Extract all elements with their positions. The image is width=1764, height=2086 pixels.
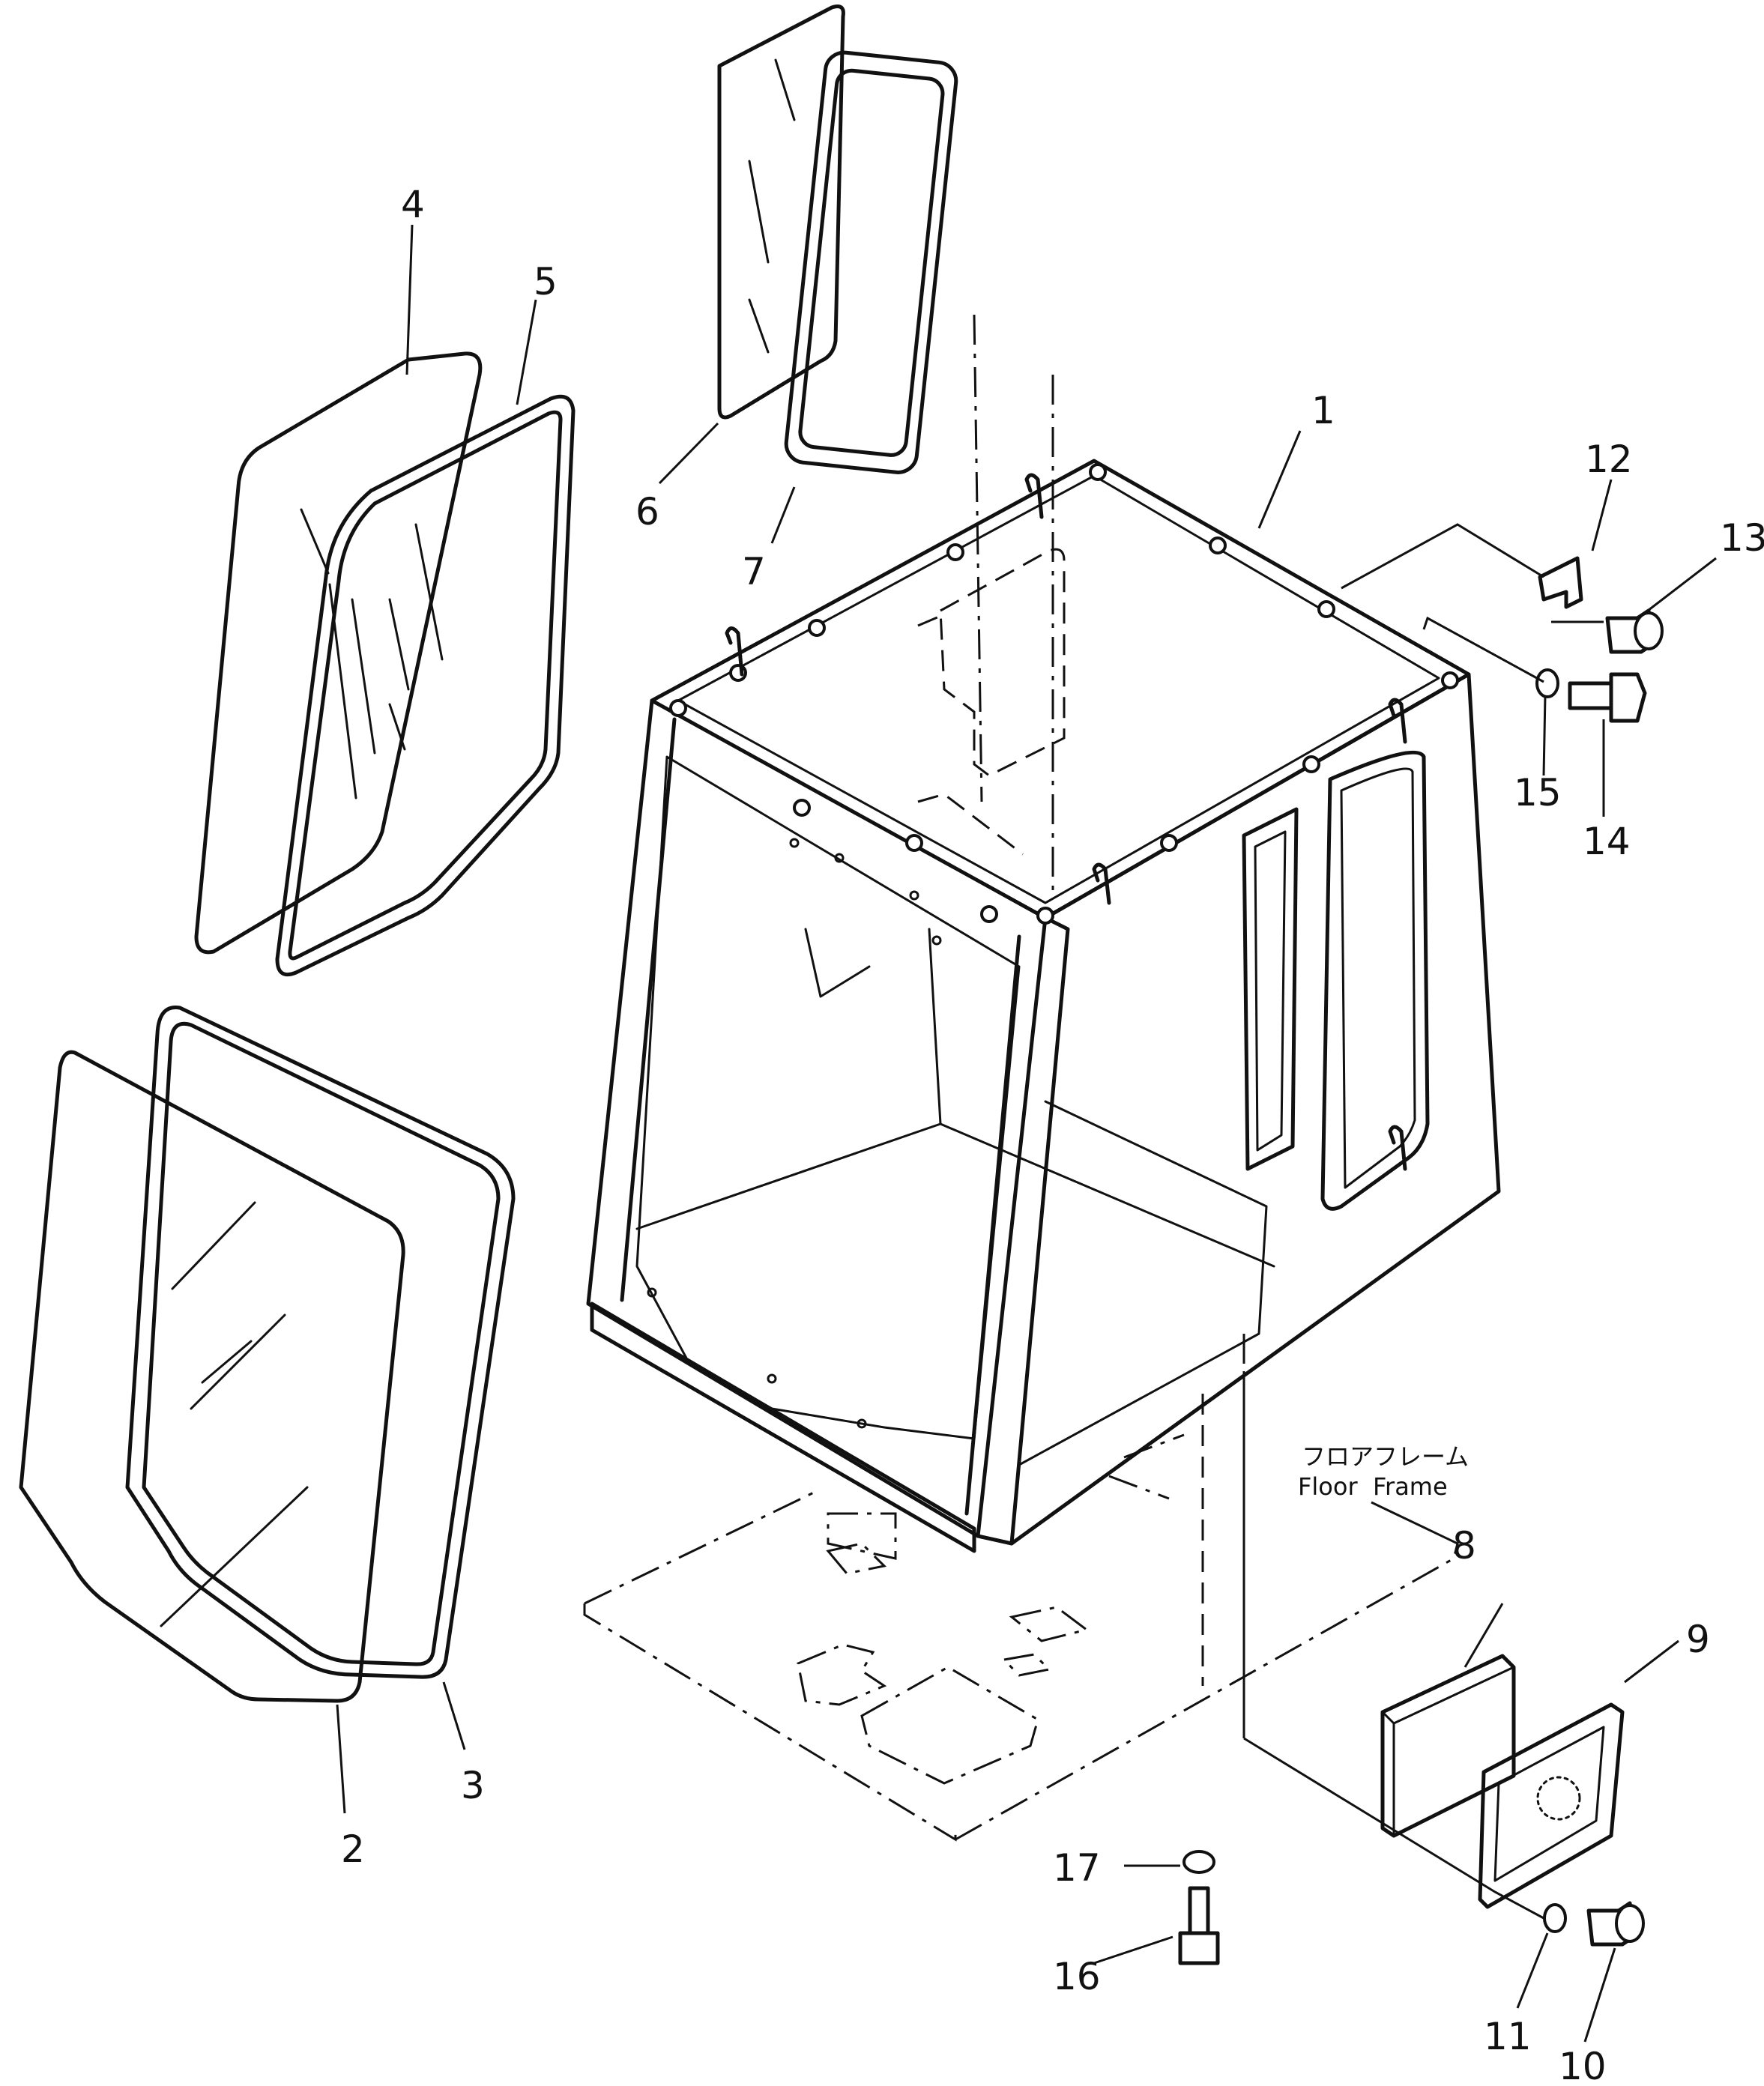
- floor-frame-label-en: Floor Frame: [1298, 1472, 1448, 1501]
- floor-frame-outline: [583, 1433, 1459, 1842]
- callout-4: 4: [401, 183, 425, 226]
- callout-13: 13: [1720, 516, 1764, 560]
- callout-11: 11: [1484, 2015, 1532, 2058]
- callout-5: 5: [534, 260, 558, 303]
- floor-frame-label: フロアフレーム Floor Frame: [1298, 1442, 1469, 1501]
- part-7-weather-strip: [784, 50, 958, 474]
- part-14-bolt: [1568, 672, 1647, 723]
- part-6-rear-glass: [717, 4, 845, 420]
- part-12-bracket: [1538, 556, 1583, 609]
- callout-1: 1: [1311, 389, 1335, 432]
- part-10-screw: [1586, 1901, 1645, 1947]
- callout-numbers: 1 2 3 4 5 6 7 8 9 10 11 12 13 14 15 16 1…: [341, 183, 1764, 2086]
- callout-15: 15: [1514, 771, 1562, 814]
- part-13-screw: [1605, 608, 1664, 654]
- part-16-bolt: [1178, 1886, 1220, 1965]
- callout-7: 7: [742, 550, 766, 593]
- part-5-weather-strip: [275, 394, 576, 977]
- callout-14: 14: [1583, 820, 1631, 863]
- callout-8: 8: [1452, 1524, 1476, 1567]
- part-9-filter-cover: [1478, 1702, 1625, 1909]
- part-2-front-glass: [19, 1050, 405, 1703]
- part-4-side-glass: [194, 351, 483, 955]
- callout-17: 17: [1053, 1846, 1101, 1890]
- callout-2: 2: [341, 1827, 365, 1871]
- part-1-cab-body: [586, 314, 1501, 1738]
- callout-leaders: [336, 224, 1717, 2043]
- part-8-filter: [1380, 1654, 1516, 1838]
- callout-12: 12: [1585, 438, 1633, 481]
- callout-9: 9: [1686, 1618, 1710, 1661]
- part-3-weather-strip: [125, 1005, 516, 1679]
- part-17-washer: [1182, 1850, 1215, 1874]
- floor-frame-label-jp: フロアフレーム: [1302, 1442, 1469, 1471]
- callout-3: 3: [461, 1764, 485, 1807]
- callout-6: 6: [635, 490, 659, 533]
- part-11-washer: [1543, 1903, 1567, 1933]
- callout-10: 10: [1559, 2045, 1607, 2086]
- callout-16: 16: [1053, 1955, 1101, 1998]
- part-15-washer: [1535, 668, 1559, 698]
